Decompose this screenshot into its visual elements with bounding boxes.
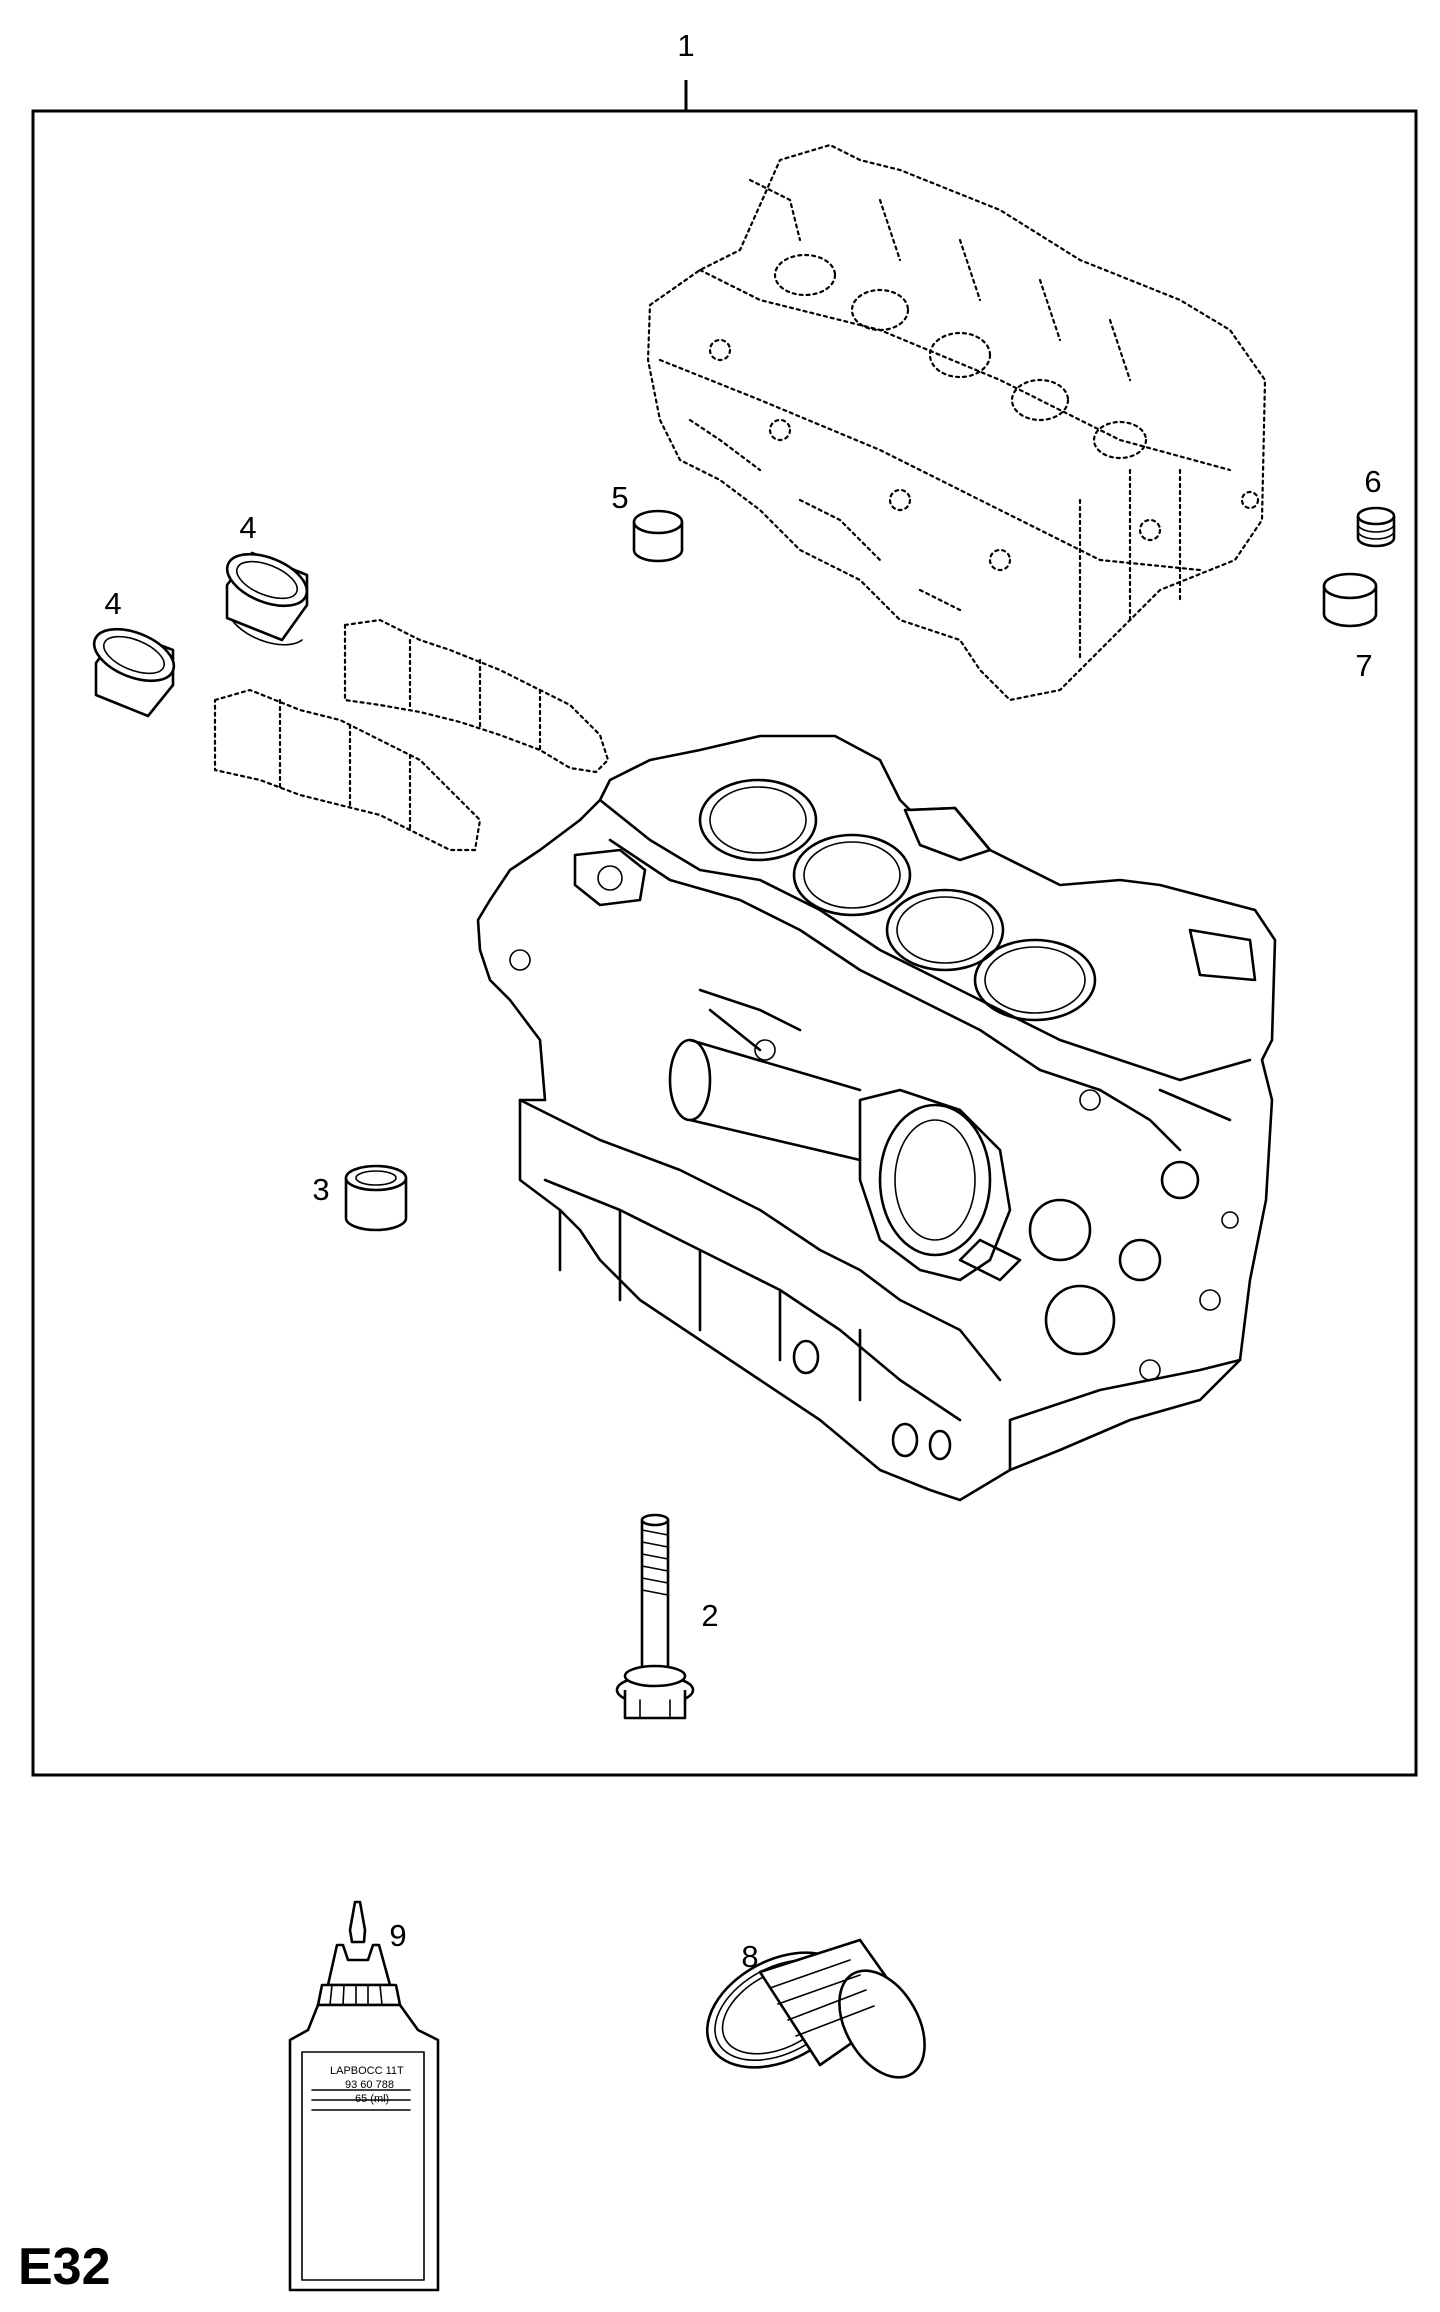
callout-4-upper: 4	[239, 510, 256, 545]
callout-7: 7	[1355, 648, 1372, 683]
callout-6: 6	[1364, 464, 1381, 499]
sealing-plug	[632, 509, 684, 563]
bushing	[344, 1164, 408, 1232]
bottle-label-line-2: 93 60 788	[345, 2079, 394, 2091]
assembly-frame	[31, 109, 1418, 1777]
threaded-plug	[1356, 506, 1396, 548]
callout-2: 2	[701, 1598, 718, 1633]
sealant-bottle: LAPBOCC 11T 93 60 788 65 (ml)	[288, 1900, 440, 2292]
bolt	[615, 1513, 695, 1720]
camshafts-phantom	[213, 618, 610, 852]
callout-9: 9	[389, 1918, 406, 1953]
callout-8: 8	[741, 1939, 758, 1974]
callout-4-lower: 4	[104, 586, 121, 621]
drain-plug	[705, 1938, 926, 2079]
cam-bearing-lower	[92, 627, 176, 718]
engine-block	[476, 734, 1277, 1502]
callout-3: 3	[312, 1172, 329, 1207]
callout-5: 5	[611, 480, 628, 515]
bottle-label-line-3: 65 (ml)	[355, 2093, 389, 2105]
page-code: E32	[18, 2238, 111, 2296]
cylinder-head-phantom	[646, 143, 1267, 702]
cam-bearing-upper	[225, 551, 309, 646]
callout-1: 1	[677, 28, 694, 63]
bottle-label-line-1: LAPBOCC 11T	[330, 2065, 404, 2077]
core-plug	[1322, 572, 1378, 628]
